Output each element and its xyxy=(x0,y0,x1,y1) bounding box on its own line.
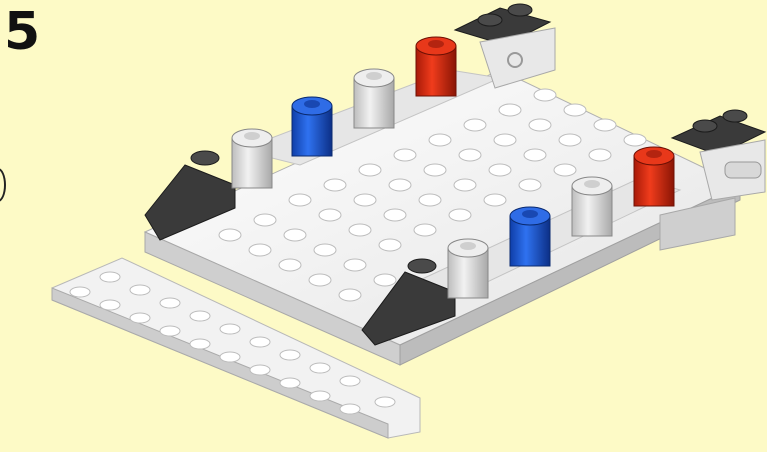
round-brick-back-1 xyxy=(232,129,272,188)
round-brick-front-3 xyxy=(572,177,612,236)
round-brick-back-2 xyxy=(292,97,332,156)
round-brick-back-4 xyxy=(416,37,456,96)
round-brick-front-2 xyxy=(510,207,550,266)
round-brick-front-1 xyxy=(448,239,488,298)
round-brick-back-3 xyxy=(354,69,394,128)
round-brick-front-4 xyxy=(634,147,674,206)
